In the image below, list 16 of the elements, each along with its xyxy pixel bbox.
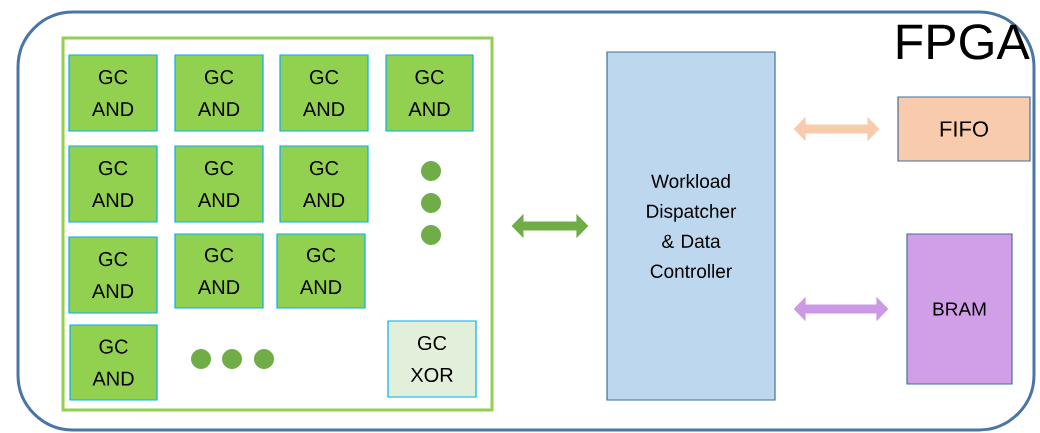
controller-box: Workload Dispatcher & Data Controller: [606, 51, 776, 401]
gate-box: GC AND: [68, 54, 158, 132]
gate-box: GC AND: [279, 54, 369, 132]
gate-box: GC AND: [279, 145, 369, 223]
memory-box: FIFO: [897, 96, 1031, 162]
gate-box: GC AND: [276, 233, 366, 309]
gate-box: GC AND: [68, 236, 158, 314]
gate-box: GC AND: [385, 54, 474, 132]
gate-box: GC AND: [174, 233, 264, 309]
gate-box: GC AND: [69, 324, 158, 401]
gate-box: GC AND: [68, 145, 158, 223]
gate-box: GC XOR: [387, 320, 477, 398]
memory-box: BRAM: [906, 233, 1013, 385]
gate-box: GC AND: [174, 145, 264, 223]
gate-box: GC AND: [174, 54, 264, 132]
core-array-frame: [61, 36, 494, 412]
